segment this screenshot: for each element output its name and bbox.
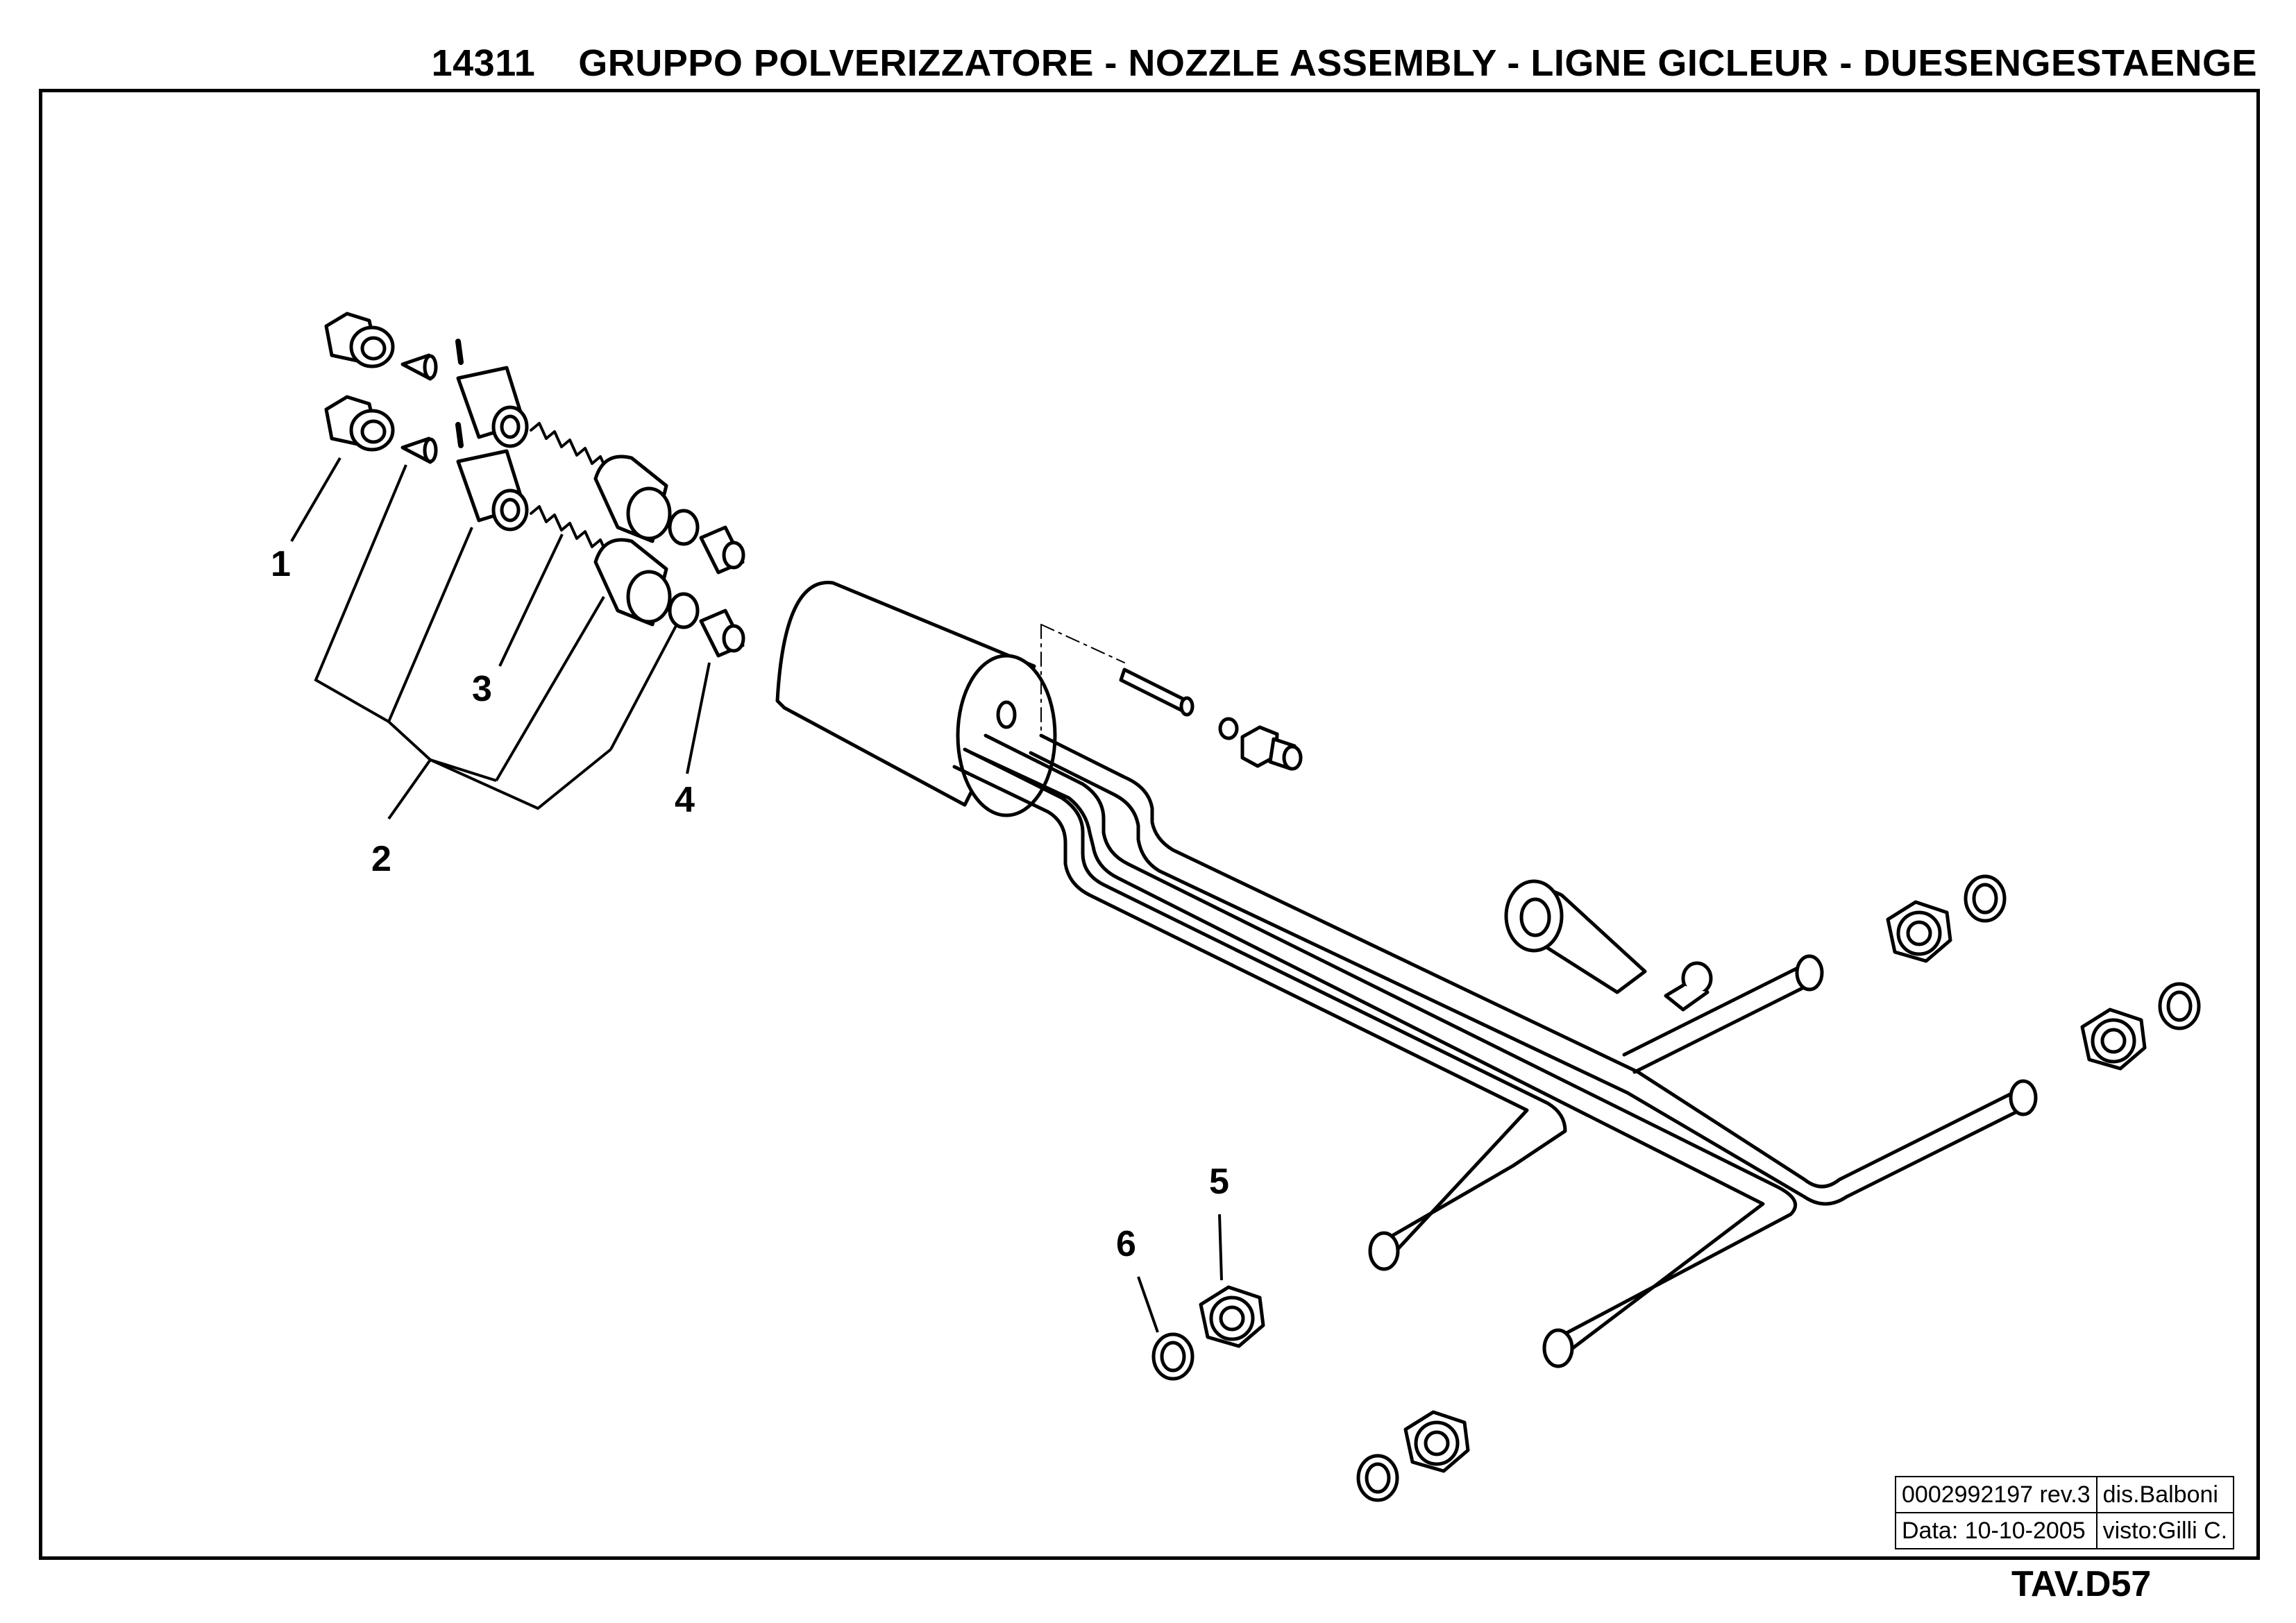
part-description: GRUPPO POLVERIZZATORE - NOZZLE ASSEMBLY … (578, 42, 2257, 84)
pipe-end-middle (1542, 1328, 1574, 1368)
washer-6 (1151, 1332, 1195, 1381)
nozzle-cap-upper (324, 312, 395, 368)
nozzle-tip-lower (400, 436, 438, 464)
nozzle-tip-upper (400, 353, 438, 381)
checked-by: visto:Gilli C. (2095, 1512, 2235, 1549)
callout-1: 1 (271, 544, 291, 584)
pin-upper (455, 339, 464, 365)
washer-small (1218, 717, 1239, 740)
alignment-line (1040, 624, 1125, 736)
pipe-end-left (1368, 1231, 1400, 1271)
nozzle-body-upper (456, 366, 529, 448)
part-code: 14311 (431, 42, 536, 84)
o-ring-lower (668, 592, 700, 629)
pin-lower (455, 422, 464, 448)
washer-right-lower (2158, 982, 2201, 1030)
spring-lower (530, 505, 617, 556)
callout-3: 3 (472, 669, 492, 709)
drawn-by: dis.Balboni (2095, 1476, 2235, 1513)
leader-lines (290, 457, 1223, 1333)
hex-nut-right-lower (2080, 1008, 2147, 1071)
o-ring-upper (668, 509, 700, 546)
callout-4: 4 (675, 780, 695, 820)
hex-nut-bottom (1403, 1410, 1470, 1473)
washer-bottom (1356, 1454, 1399, 1502)
drawing-number: 0002992197 rev.3 (1895, 1476, 2097, 1513)
callout-6: 6 (1116, 1224, 1136, 1264)
drawing-date: Data: 10-10-2005 (1895, 1512, 2097, 1549)
nozzle-body-lower (456, 449, 529, 532)
filter-upper (699, 525, 745, 575)
nozzle-holder-lower (593, 538, 672, 627)
pipe-clamp (1504, 879, 1713, 1012)
nozzle-cap-lower (324, 395, 395, 452)
pipe-end-upper (1795, 954, 1824, 992)
title-block: 0002992197 rev.3 dis.Balboni Data: 10-10… (1895, 1476, 2235, 1549)
hex-nut-right-upper (1886, 900, 1952, 963)
filter-lower (699, 609, 745, 658)
pipe-end-right (2009, 1079, 2038, 1116)
drawing-title: 14311 GRUPPO POLVERIZZATORE - NOZZLE ASS… (432, 42, 2257, 85)
callout-2: 2 (371, 839, 391, 879)
hex-nut-5 (1199, 1285, 1265, 1348)
washer-right-upper (1964, 874, 2007, 923)
threaded-stud (1119, 668, 1195, 717)
drawing-frame (39, 89, 2260, 1560)
nozzle-cylinder-body (775, 580, 1057, 817)
spray-pipes (952, 733, 2029, 1359)
nozzle-holder-upper (593, 454, 672, 543)
sheet-number: TAV.D57 (2011, 1564, 2152, 1604)
callout-5: 5 (1209, 1162, 1229, 1202)
hose-fitting (1240, 725, 1303, 771)
spring-upper (530, 422, 617, 473)
